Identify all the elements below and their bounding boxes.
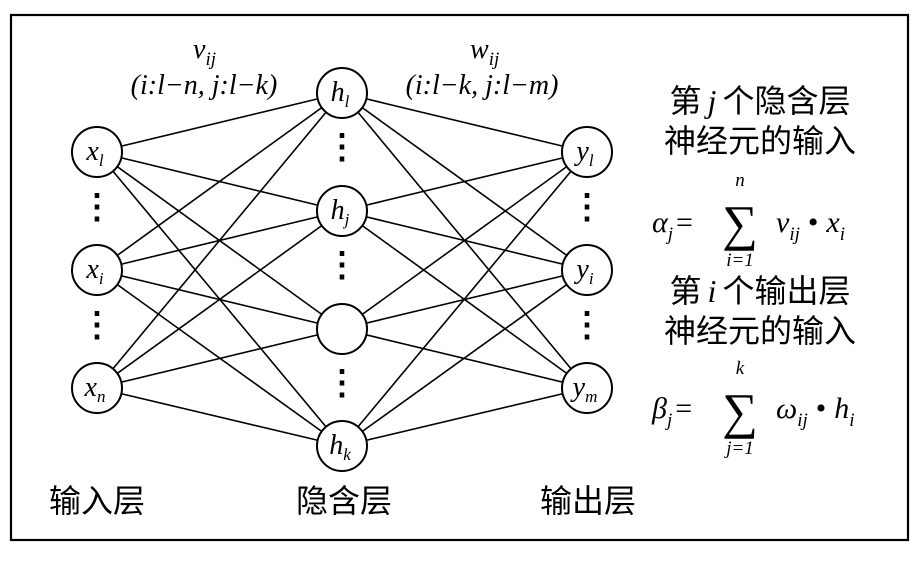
beta-sum-upper: k [736, 358, 745, 379]
hidden-node-0-label: hl [331, 77, 350, 111]
beta-sum-lower: j=1 [723, 438, 754, 459]
formula-beta: βj= k ∑ j=1 ωij•hi [651, 358, 855, 459]
hidden-layer-label: 隐含层 [296, 482, 392, 520]
w-weight-label: wij [470, 34, 499, 70]
edge-input-2-hidden-2 [96, 328, 343, 389]
hidden-node-3: hk [316, 420, 368, 472]
input-ellipsis-1: ⋮ [80, 189, 114, 226]
weight-labels: vij (i:l−n, j:l−k) wij (i:l−k, j:l−m) [131, 34, 559, 101]
input-node-1-circle [71, 244, 123, 296]
input-ellipsis-2: ⋮ [80, 307, 114, 344]
edge-hidden-3-output-0 [341, 151, 588, 447]
hidden-node-3-label: hk [329, 430, 351, 464]
alpha-rhs: vij•xi [776, 206, 845, 245]
input-node-2-label: xn [84, 372, 106, 406]
output-node-2: ym [561, 362, 613, 414]
nodes: xl xi xn hl hj hk yl yi ym [71, 67, 613, 472]
input-node-0: xl [71, 126, 123, 178]
beta-sum-sign: ∑ [722, 383, 758, 439]
ellipses: ⋮ ⋮ ⋮ ⋮ ⋮ ⋮ ⋮ [80, 129, 604, 402]
w-weight-range: (i:l−k, j:l−m) [406, 70, 559, 101]
hidden-node-2-circle [316, 303, 368, 355]
beta-lhs: βj= [651, 392, 692, 431]
output-node-0: yl [561, 126, 613, 178]
output-ellipsis-1: ⋮ [570, 189, 604, 226]
output-node-2-label: ym [570, 372, 598, 406]
edge-input-2-hidden-0 [96, 92, 343, 389]
input-node-1: xi [71, 244, 123, 296]
edge-hidden-3-output-1 [341, 269, 588, 447]
edge-input-2-hidden-3 [96, 387, 343, 447]
input-node-2: xn [71, 362, 123, 414]
v-weight-range: (i:l−n, j:l−k) [131, 70, 278, 101]
hidden-node-0: hl [316, 67, 368, 119]
output-input-title-line2: 神经元的输入 [664, 312, 856, 350]
hidden-node-0-circle [316, 67, 368, 119]
edge-hidden-3-output-2 [341, 387, 588, 447]
edge-input-1-hidden-0 [96, 92, 343, 271]
input-layer-label: 输入层 [49, 482, 145, 520]
output-node-1: yi [561, 244, 613, 296]
output-layer-label: 输出层 [540, 482, 636, 520]
output-node-2-circle [561, 362, 613, 414]
output-ellipsis-2: ⋮ [570, 307, 604, 344]
edge-input-2-hidden-1 [96, 210, 343, 389]
edge-input-0-hidden-0 [96, 92, 343, 153]
input-node-2-circle [71, 362, 123, 414]
v-weight-label: vij [193, 34, 216, 70]
alpha-sum-upper: n [735, 170, 745, 191]
hidden-node-1-circle [316, 185, 368, 237]
output-node-0-circle [561, 126, 613, 178]
hidden-node-1-label: hj [331, 195, 350, 229]
formula-alpha: αj= n ∑ i=1 vij•xi [652, 170, 845, 271]
alpha-sum-sign: ∑ [722, 195, 758, 251]
output-node-0-label: yl [573, 136, 593, 170]
output-node-1-label: yi [573, 254, 593, 288]
edge-hidden-2-output-0 [341, 151, 588, 330]
input-node-0-label: xl [85, 136, 103, 170]
alpha-sum-lower: i=1 [726, 250, 754, 271]
alpha-lhs: αj= [652, 206, 693, 245]
input-node-0-circle [71, 126, 123, 178]
hidden-ellipsis-1: ⋮ [325, 129, 359, 166]
edge-hidden-0-output-0 [341, 92, 588, 153]
layer-labels: 输入层 隐含层 输出层 [49, 482, 636, 520]
input-node-1-label: xi [85, 254, 103, 288]
hidden-ellipsis-2: ⋮ [325, 247, 359, 284]
frame [9, 13, 910, 542]
hidden-ellipsis-3: ⋮ [325, 365, 359, 402]
connections [96, 92, 588, 447]
hidden-node-3-circle [316, 420, 368, 472]
output-node-1-circle [561, 244, 613, 296]
hidden-node-2 [316, 303, 368, 355]
hidden-node-1: hj [316, 185, 368, 237]
hidden-input-title-line2: 神经元的输入 [664, 122, 856, 160]
edge-hidden-1-output-0 [341, 151, 588, 212]
beta-rhs: ωij•hi [776, 392, 855, 431]
